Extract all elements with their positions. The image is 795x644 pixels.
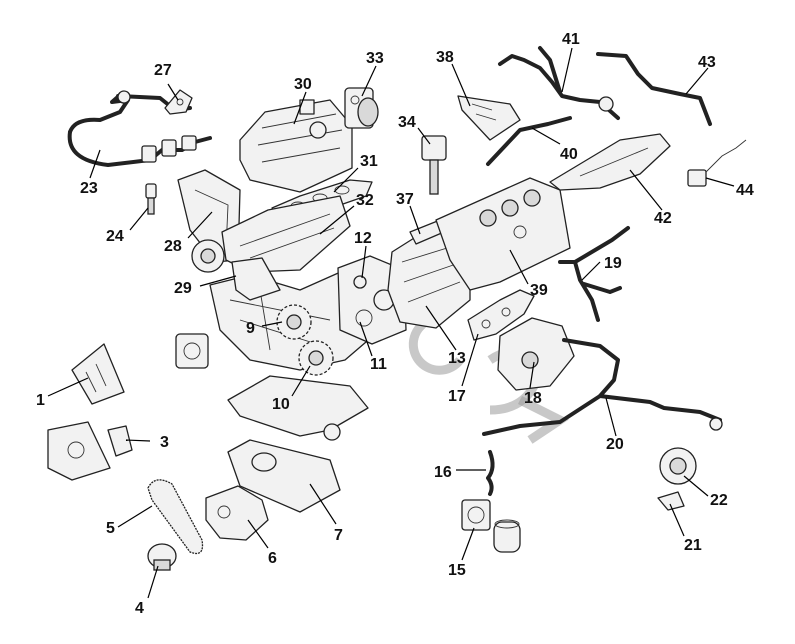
callout-44: 44 xyxy=(736,182,754,199)
part-16-hose xyxy=(486,450,495,496)
callout-42: 42 xyxy=(654,210,672,227)
callout-38: 38 xyxy=(436,49,454,66)
part-9-cam-sprocket xyxy=(276,304,312,340)
callout-40: 40 xyxy=(560,146,578,163)
part-42-heat-shield xyxy=(549,133,671,191)
part-34-ignition-coil xyxy=(421,135,447,195)
callout-15: 15 xyxy=(448,562,466,579)
part-3-bracket xyxy=(107,425,133,457)
callout-39: 39 xyxy=(530,282,548,299)
part-7-oil-pan xyxy=(227,439,341,513)
part-10-cam-sprocket xyxy=(298,340,334,376)
callout-16: 16 xyxy=(434,464,452,481)
callout-28: 28 xyxy=(164,238,182,255)
part-1-shield xyxy=(71,343,125,405)
callout-23: 23 xyxy=(80,180,98,197)
callout-22: 22 xyxy=(710,492,728,509)
crank-pulley xyxy=(191,239,225,273)
callout-11: 11 xyxy=(370,356,387,373)
callout-6: 6 xyxy=(268,550,277,567)
oil-pan-upper xyxy=(227,375,369,441)
callout-4: 4 xyxy=(135,600,144,617)
callout-18: 18 xyxy=(524,390,542,407)
callout-labels: 1 3 4 5 6 7 9 10 11 12 13 15 16 17 18 19… xyxy=(36,31,754,617)
part-5-timing-belt xyxy=(147,479,204,555)
part-21-bracket xyxy=(657,491,685,511)
part-29-bracket xyxy=(231,257,281,301)
part-43-pipe xyxy=(596,52,712,126)
callout-33: 33 xyxy=(366,50,384,67)
callout-24: 24 xyxy=(106,228,124,245)
callout-20: 20 xyxy=(606,436,624,453)
part-4-idler xyxy=(147,543,177,571)
callout-17: 17 xyxy=(448,388,466,405)
callout-27: 27 xyxy=(154,62,172,79)
part-32-valve-cover-left xyxy=(221,195,351,273)
part-17-exhaust-gasket xyxy=(467,289,535,341)
part-19-coolant-pipe xyxy=(558,226,630,322)
part-22-pump xyxy=(659,447,697,485)
part-41-pipe xyxy=(498,46,620,120)
front-cover-plate xyxy=(47,421,111,481)
part-23-fuel-rail xyxy=(67,90,212,167)
callout-41: 41 xyxy=(562,31,580,48)
part-39-valve-cover xyxy=(435,177,571,291)
callout-19: 19 xyxy=(604,255,622,272)
timing-tensioner xyxy=(175,333,209,369)
callout-31: 31 xyxy=(360,153,378,170)
callout-3: 3 xyxy=(160,434,169,451)
callout-21: 21 xyxy=(684,537,702,554)
part-40-tube xyxy=(486,116,572,166)
callout-32: 32 xyxy=(356,192,374,209)
oil-filter xyxy=(493,519,521,553)
callout-7: 7 xyxy=(334,527,343,544)
callout-12: 12 xyxy=(354,230,372,247)
part-38-heat-shield xyxy=(457,95,521,141)
callout-10: 10 xyxy=(272,396,290,413)
callout-34: 34 xyxy=(398,114,416,131)
callout-5: 5 xyxy=(106,520,115,537)
callout-30: 30 xyxy=(294,76,312,93)
part-30-intake-plenum xyxy=(239,99,353,193)
part-24-sensor xyxy=(145,183,157,215)
leader-lines xyxy=(47,47,735,599)
callout-37: 37 xyxy=(396,191,414,208)
part-27-bracket xyxy=(164,89,193,115)
callout-9: 9 xyxy=(246,320,255,337)
callout-29: 29 xyxy=(174,280,192,297)
part-44-sensor xyxy=(687,139,747,187)
part-20-coolant-tube xyxy=(482,338,723,436)
callout-1: 1 xyxy=(36,392,45,409)
part-18-exhaust-manifold xyxy=(497,317,575,391)
part-33-throttle-body xyxy=(344,87,379,129)
callout-13: 13 xyxy=(448,350,466,367)
callout-43: 43 xyxy=(698,54,716,71)
part-15-oil-filter-housing xyxy=(461,499,491,531)
